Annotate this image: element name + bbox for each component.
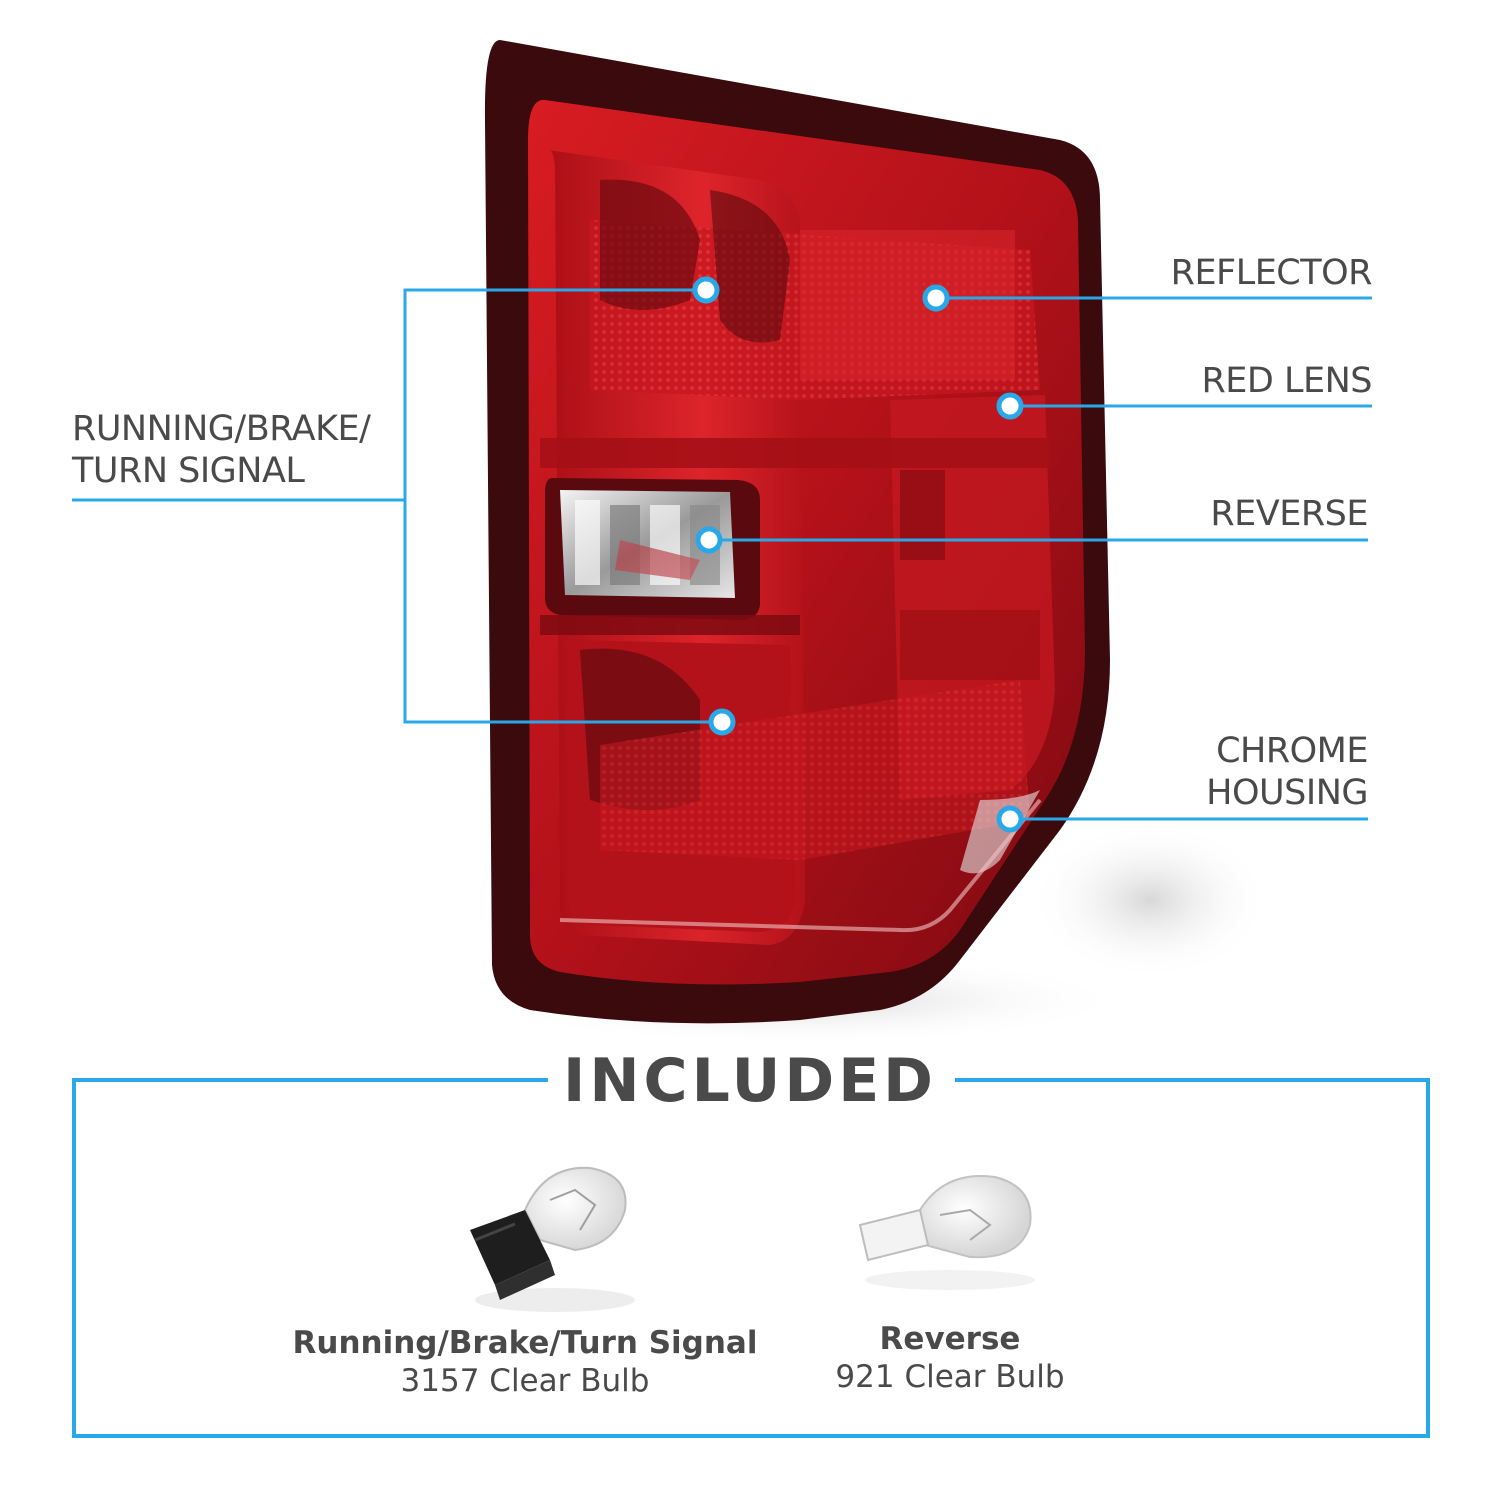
bulb-3157-name: Running/Brake/Turn Signal xyxy=(292,1325,758,1361)
label-red-lens: RED LENS xyxy=(1201,361,1372,401)
included-title: INCLUDED xyxy=(550,1043,950,1119)
label-running-brake-turn-line2: TURN SIGNAL xyxy=(72,451,305,491)
shadow-side xyxy=(1030,820,1270,980)
divider-bar xyxy=(540,438,1050,468)
lower-reflector xyxy=(600,680,1030,860)
bulb-921-name: Reverse xyxy=(879,1321,1021,1357)
label-chrome-housing-line2: HOUSING xyxy=(1206,773,1368,813)
label-chrome-housing: CHROME HOUSING xyxy=(1206,730,1368,814)
bulb-3157-caption: Running/Brake/Turn Signal 3157 Clear Bul… xyxy=(280,1324,770,1400)
bulb-3157-spec: 3157 Clear Bulb xyxy=(400,1363,650,1399)
label-reflector: REFLECTOR xyxy=(1170,253,1373,293)
label-running-brake-turn: RUNNING/BRAKE/ TURN SIGNAL xyxy=(72,408,371,492)
bulb-921-image xyxy=(858,1175,1035,1290)
label-chrome-housing-line1: CHROME xyxy=(1216,731,1368,771)
bulb-3157-image xyxy=(470,1166,635,1312)
label-reverse: REVERSE xyxy=(1210,494,1368,534)
reflector-panel xyxy=(800,230,1015,380)
bulb-921-spec: 921 Clear Bulb xyxy=(835,1359,1065,1395)
label-running-brake-turn-line1: RUNNING/BRAKE/ xyxy=(72,409,371,449)
bulb-921-caption: Reverse 921 Clear Bulb xyxy=(790,1320,1110,1396)
